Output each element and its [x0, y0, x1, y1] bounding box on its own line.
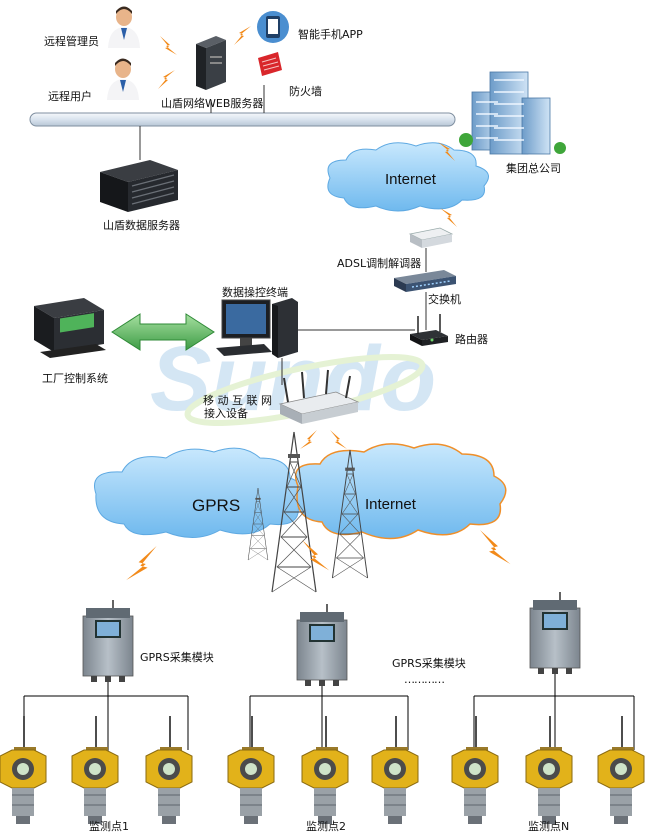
smartphone-app-label: 智能手机APP — [298, 28, 363, 41]
ellipsis-dots: ………… — [404, 673, 445, 686]
gas-detector-icon — [71, 715, 119, 825]
factory-control-label: 工厂控制系统 — [42, 372, 108, 385]
gas-detector-icon — [597, 715, 645, 825]
gprs-module-label-1: GPRS采集模块 — [140, 651, 214, 664]
adsl-modem-label: ADSL调制解调器 — [337, 257, 422, 270]
data-server-rack-icon — [100, 160, 178, 212]
gprs-cloud — [94, 447, 304, 538]
remote-admin-person-icon — [108, 6, 140, 48]
mobile-access-label-line1: 移 动 互 联 网 — [203, 394, 272, 407]
gprs-module-1-icon — [82, 600, 134, 683]
web-server-label: 山盾网络WEB服务器 — [161, 97, 264, 110]
monitoring-site-1-label: 监测点1 — [89, 820, 129, 833]
gprs-module-2-icon — [296, 604, 348, 687]
network-bus — [29, 112, 456, 127]
internet-cloud-top-label: Internet — [385, 171, 436, 188]
sensor-bus-lines — [23, 674, 635, 752]
data-terminal-label: 数据操控终端 — [222, 286, 288, 299]
data-server-label: 山盾数据服务器 — [103, 219, 180, 232]
gprs-cloud-label: GPRS — [192, 496, 241, 515]
remote-admin-label: 远程管理员 — [44, 35, 99, 48]
adsl-modem-icon — [408, 227, 454, 248]
mobile-internet-access-device-icon — [278, 369, 360, 424]
remote-user-label: 远程用户 — [48, 90, 92, 103]
firewall-icon — [258, 52, 282, 76]
data-terminal-computer-icon — [216, 298, 298, 358]
gas-detector-icon — [145, 715, 193, 825]
internet-cloud-bottom — [294, 443, 507, 540]
monitoring-site-2-label: 监测点2 — [306, 820, 346, 833]
gprs-module-3-icon — [529, 592, 581, 675]
monitoring-site-n-label: 监测点N — [528, 820, 570, 833]
firewall-label: 防火墙 — [289, 85, 322, 98]
internet-cloud-top — [327, 142, 489, 212]
network-switch-icon — [394, 270, 456, 292]
gas-detector-icon — [227, 715, 275, 825]
gprs-module-label-2: GPRS采集模块 — [392, 657, 466, 670]
bidirectional-arrow — [111, 313, 215, 351]
gas-detector-icon — [525, 715, 573, 825]
group-hq-label: 集团总公司 — [506, 162, 561, 175]
remote-user-person-icon — [107, 58, 139, 100]
switch-label: 交换机 — [428, 293, 461, 306]
web-server-icon — [196, 36, 226, 90]
mobile-access-label-line2: 接入设备 — [204, 407, 248, 420]
gas-detector-icon — [0, 715, 47, 825]
router-icon — [410, 314, 448, 346]
smartphone-icon — [257, 11, 289, 43]
internet-cloud-bottom-label: Internet — [365, 496, 416, 513]
gas-detector-icon — [301, 715, 349, 825]
gas-detector-icon — [371, 715, 419, 825]
gas-detector-icon — [451, 715, 499, 825]
router-label: 路由器 — [455, 333, 488, 346]
factory-control-system-icon — [34, 298, 106, 358]
group-headquarters-building-icon — [459, 71, 566, 155]
